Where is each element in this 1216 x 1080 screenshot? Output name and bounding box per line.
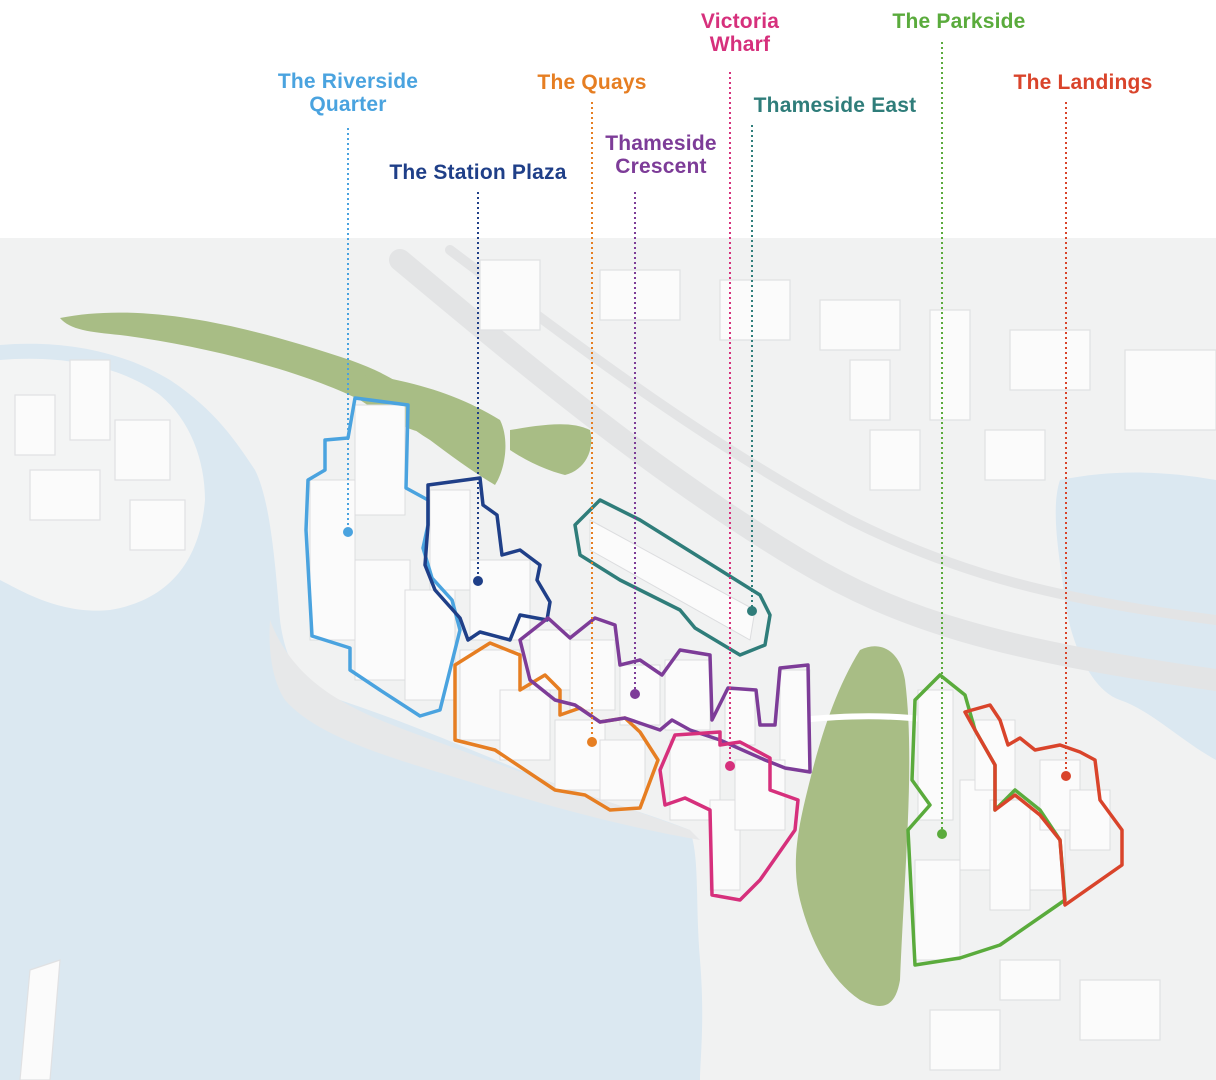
tower [354,404,406,516]
dot-victoria-wharf [725,761,735,771]
label-thameside-east: Thameside East [754,94,917,117]
block [554,719,606,791]
block [599,739,646,801]
context-building [999,959,1061,1001]
outline-the-quays [453,641,660,812]
label-line: Wharf [709,33,771,56]
context-building [869,429,921,491]
context-building [984,429,1046,481]
label-line: The Riverside [277,70,419,93]
dot-riverside-quarter [343,527,353,537]
context-building [129,499,186,551]
label-the-landings: The Landings [1014,71,1153,94]
label-line: Thameside East [753,94,917,117]
label-line: The Landings [1013,71,1153,94]
block [569,639,616,711]
block [734,759,786,831]
linear-block [589,519,756,641]
label-riverside-quarter: The Riverside Quarter [278,70,418,116]
dot-thameside-east [747,606,757,616]
tower [779,669,811,771]
context-building [849,359,891,421]
tower [354,559,411,681]
tower [309,479,356,641]
label-the-quays: The Quays [537,71,646,94]
bridge [797,713,933,723]
label-line: The Station Plaza [389,161,567,184]
context-building [114,419,171,481]
dot-thameside-crescent [630,689,640,699]
dot-the-quays [587,737,597,747]
label-line: Crescent [615,155,707,178]
dot-the-landings [1061,771,1071,781]
park-linear [795,646,910,1006]
context-building [479,259,541,331]
context-building [19,959,61,1080]
label-victoria-wharf: Victoria Wharf [701,10,779,56]
label-the-parkside: The Parkside [892,10,1025,33]
main-road [389,249,1216,691]
context-building [719,279,791,341]
label-line: The Parkside [892,10,1026,33]
context-building [929,1009,1001,1071]
embankment [269,620,700,840]
block [619,664,661,726]
tower [429,489,471,591]
context-building [14,394,56,456]
rail-line [445,245,1216,625]
label-line: The Quays [537,71,647,94]
road-network [389,245,1216,723]
context-building [929,309,971,421]
context-building [1079,979,1161,1041]
outline-the-landings [963,703,1124,907]
context-building [29,469,101,521]
label-line: Quarter [309,93,387,116]
context-building [1009,329,1091,391]
context-building [819,299,901,351]
block [1069,789,1111,851]
leader-lines [347,42,1067,834]
tower [917,689,954,821]
development-outlines [304,396,1124,967]
block [989,799,1031,911]
context-building [599,269,681,321]
label-line: Victoria [700,10,780,33]
tower [914,859,961,961]
outline-thameside-crescent [518,616,812,774]
tower [469,559,531,641]
block [499,689,551,761]
anchor-dots [343,527,1071,839]
context-building [1124,349,1216,431]
label-line: Thameside [605,132,717,155]
label-thameside-crescent: Thameside Crescent [605,132,717,178]
context-building [69,359,111,441]
context-buildings [14,259,1216,1080]
label-station-plaza: The Station Plaza [389,161,566,184]
right-bay-water [1055,472,1216,760]
dot-station-plaza [473,576,483,586]
park-plaza [510,424,592,475]
outline-thameside-east [573,498,772,657]
dot-the-parkside [937,829,947,839]
